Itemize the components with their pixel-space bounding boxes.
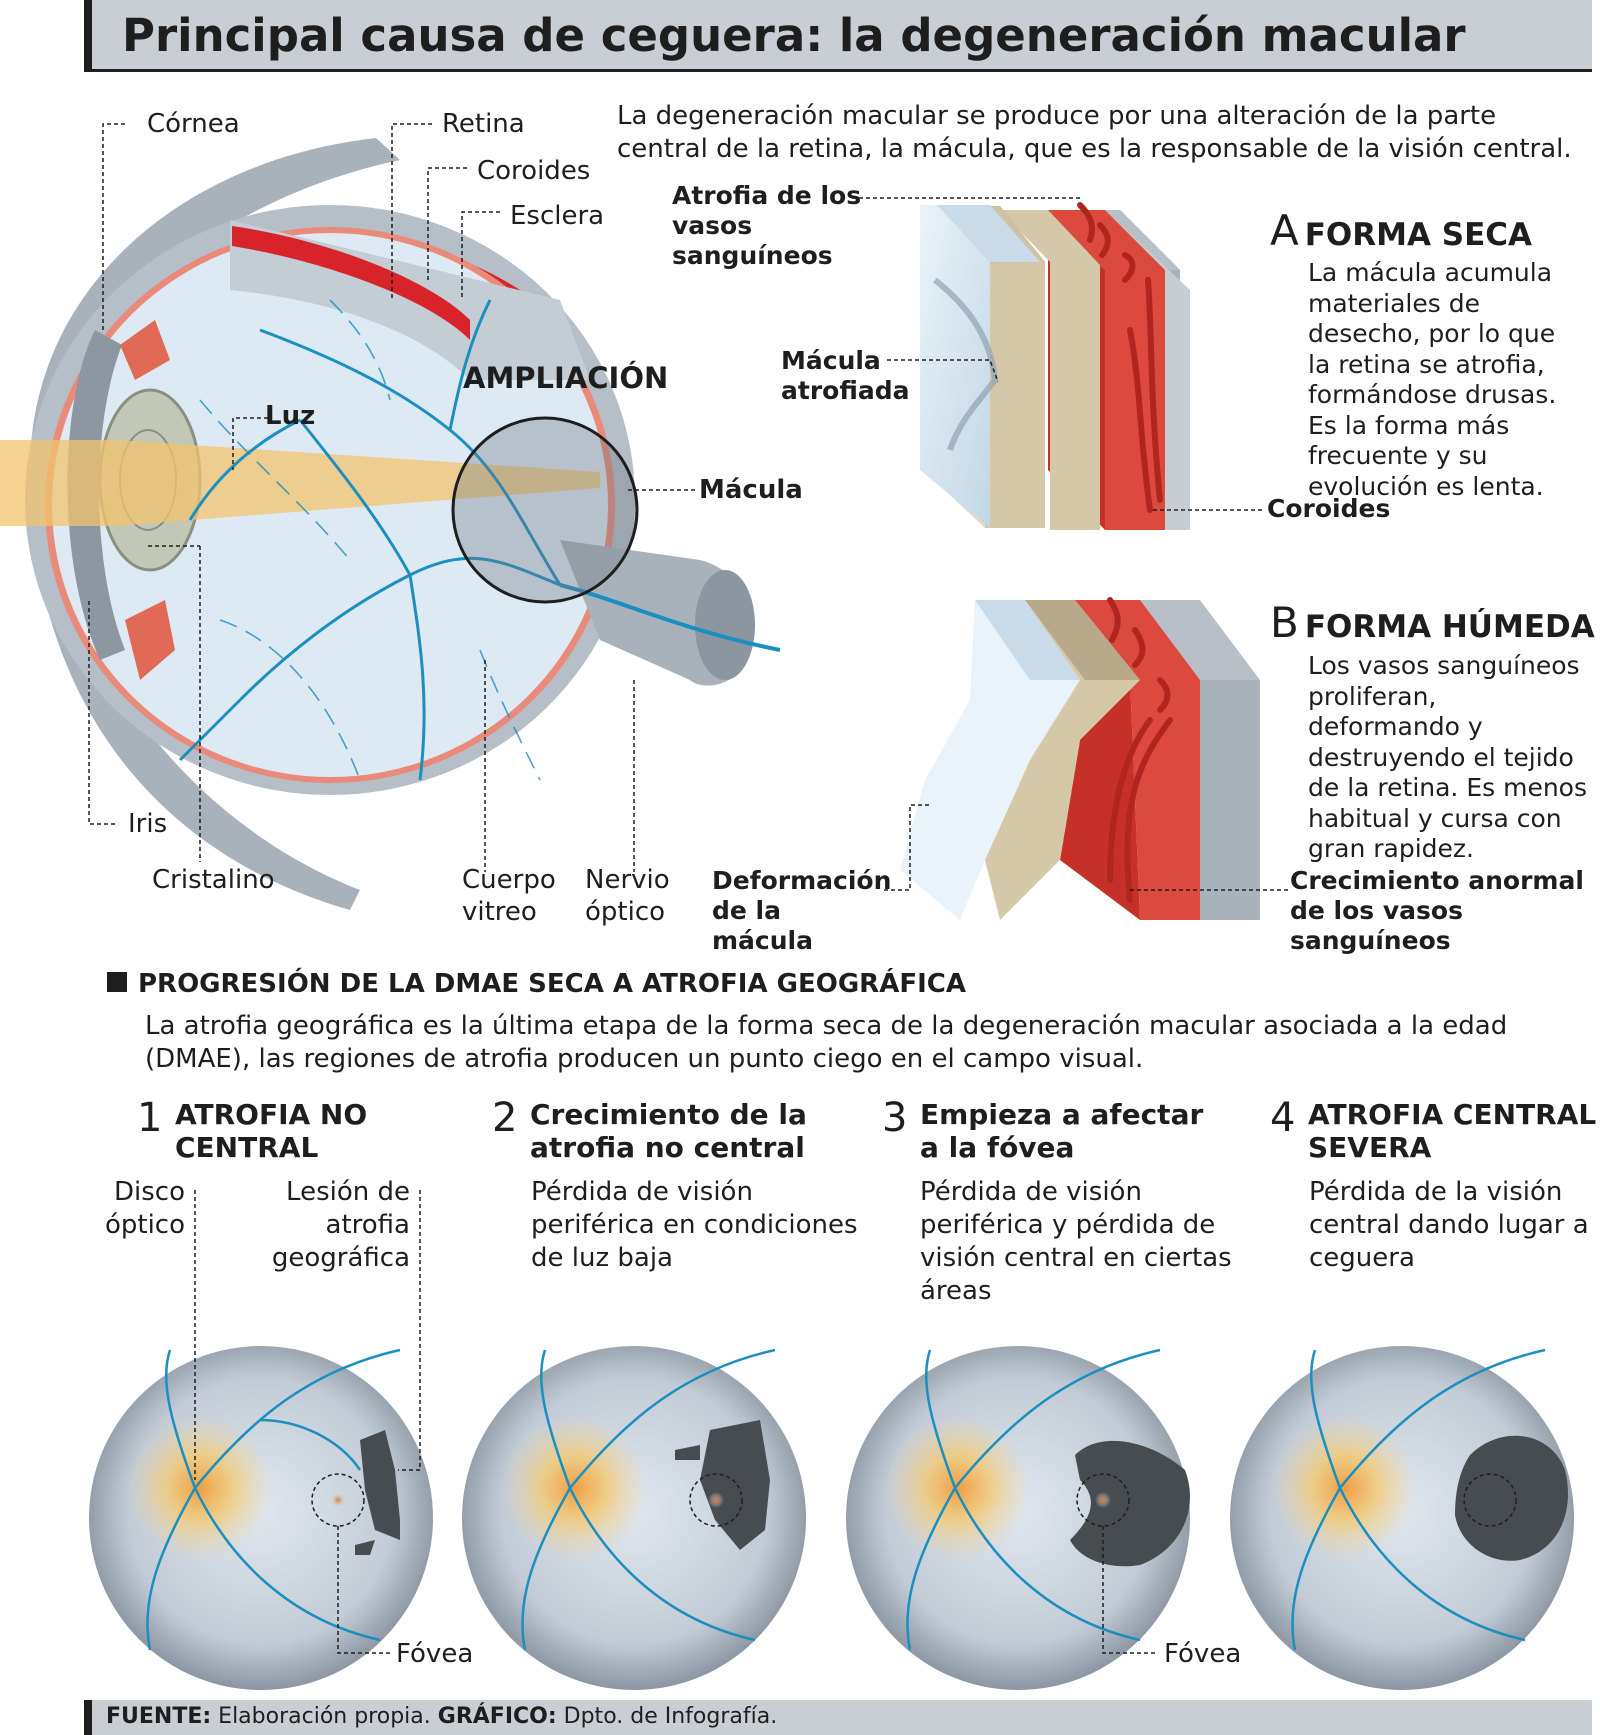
label-esclera: Esclera (510, 201, 605, 231)
label-ampliacion: AMPLIACIÓN (463, 361, 669, 395)
label-cristalino: Cristalino (152, 865, 275, 895)
label-coroides-a: Coroides (1267, 494, 1391, 523)
step-3-title: Empieza a afectar a la fóvea (920, 1098, 1204, 1164)
label-cuerpo-vitreo: Cuerpo vitreo (462, 865, 556, 927)
fundus-4 (1230, 1346, 1574, 1690)
footer-graphic: Dpto. de Infografía. (563, 1704, 778, 1729)
label-fovea-1: Fóvea (396, 1639, 474, 1669)
step-4-number: 4 (1270, 1095, 1296, 1141)
fundus-leaders (194, 1190, 1158, 1654)
step-3-description: Pérdida de visión periférica y pérdida d… (920, 1177, 1232, 1306)
form-b-title: FORMA HÚMEDA (1304, 609, 1595, 645)
section-bullet (107, 972, 127, 992)
label-retina: Retina (442, 109, 525, 139)
footer-text: FUENTE: Elaboración propia. GRÁFICO: Dpt… (106, 1703, 777, 1731)
label-iris: Iris (128, 809, 168, 839)
step-1-number: 1 (137, 1095, 163, 1141)
form-b-letter: B (1270, 598, 1299, 647)
label-macula-atrofiada: Mácula atrofiada (781, 346, 910, 405)
fundus-3 (846, 1346, 1190, 1690)
step-1-title: ATROFIA NO CENTRAL (175, 1098, 368, 1164)
label-macula: Mácula (699, 475, 803, 505)
progression-text: La atrofia geográfica es la última etapa… (145, 1011, 1508, 1074)
step-2-description: Pérdida de visión periférica en condicio… (531, 1177, 858, 1273)
step-2-title: Crecimiento de la atrofia no central (530, 1098, 807, 1164)
form-b-description: Los vasos sanguíneos proliferan, deforma… (1308, 651, 1587, 863)
progression-heading: PROGRESIÓN DE LA DMAE SECA A ATROFIA GEO… (138, 969, 966, 999)
intro-text: La degeneración macular se produce por u… (617, 101, 1572, 164)
label-coroides: Coroides (477, 156, 591, 186)
label-nervio-optico: Nervio óptico (585, 865, 670, 927)
label-crecimiento: Crecimiento anormal de los vasos sanguín… (1290, 866, 1584, 955)
layers-dry (852, 197, 1265, 530)
step-2-number: 2 (492, 1095, 518, 1141)
label-lesion-atrofia: Lesión de atrofia geográfica (271, 1177, 410, 1273)
page-title: Principal causa de ceguera: la degenerac… (122, 9, 1466, 62)
step-4-title: ATROFIA CENTRAL SEVERA (1308, 1098, 1597, 1164)
form-a-title: FORMA SECA (1304, 217, 1533, 253)
form-a-description: La mácula acumula materiales de desecho,… (1308, 258, 1557, 501)
footer-graphic-label: GRÁFICO: (437, 1704, 557, 1729)
form-a-letter: A (1270, 206, 1299, 255)
footer-bar: FUENTE: Elaboración propia. GRÁFICO: Dpt… (84, 1700, 1592, 1735)
label-fovea-3: Fóvea (1164, 1639, 1242, 1669)
step-3-number: 3 (882, 1095, 908, 1141)
label-disco-optico: Disco óptico (104, 1177, 185, 1240)
label-atrofia-vasos: Atrofia de los vasos sanguíneos (672, 181, 862, 270)
step-4-description: Pérdida de la visión central dando lugar… (1309, 1177, 1589, 1273)
title-bar: Principal causa de ceguera: la degenerac… (84, 0, 1592, 72)
layers-wet (884, 597, 1288, 920)
fundus-2 (462, 1346, 806, 1690)
eye-cross-section (0, 123, 781, 910)
footer-source-label: FUENTE: (106, 1704, 212, 1729)
label-deformacion: Deformación de la mácula (712, 866, 892, 955)
footer-source: Elaboración propia. (218, 1704, 431, 1729)
label-cornea: Córnea (147, 109, 240, 139)
fundus-1 (89, 1346, 433, 1690)
label-luz: Luz (265, 401, 316, 431)
